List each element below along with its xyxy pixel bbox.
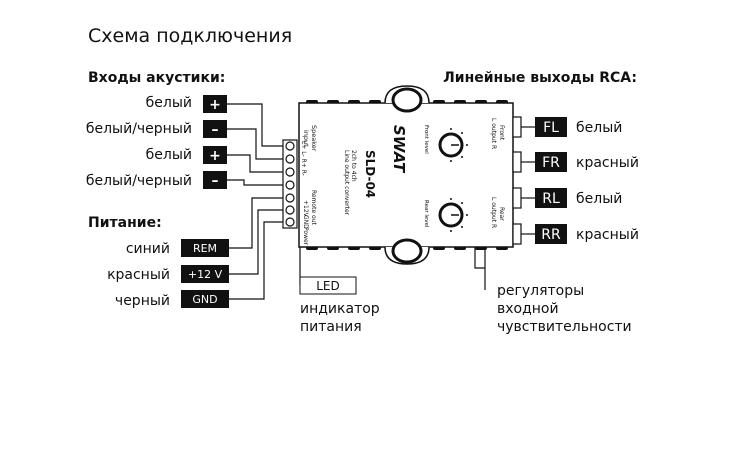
front-output-label: Front [498, 125, 505, 141]
fl-tag [535, 117, 567, 137]
rca-jacks [512, 116, 522, 245]
wire-color-label: красный [107, 267, 170, 283]
rca-output-row: RL белый [535, 188, 622, 208]
rear-output-label: Rear [498, 207, 505, 221]
rca-color-label: красный [576, 227, 639, 243]
bottom-mount-hole [391, 238, 423, 264]
gnd-tag [181, 290, 229, 308]
model-label: SLD-04 [363, 150, 377, 198]
plus-terminal-tag [203, 146, 227, 164]
rca-outputs-heading: Линейные выходы RCA: [443, 70, 637, 86]
device-body [298, 102, 514, 248]
wire-color-label: черный [115, 293, 170, 309]
power-label: Power [302, 227, 309, 246]
wire-color-label: белый [146, 147, 192, 163]
power-heading: Питание: [88, 215, 162, 231]
rca-output-row: RR красный [535, 224, 639, 244]
speaker-input-label: Speaker [310, 125, 318, 152]
wire-color-label: белый [146, 95, 192, 111]
brand-logo: SWAT [390, 125, 408, 174]
rca-color-label: белый [576, 191, 622, 207]
led-tag [299, 276, 357, 295]
minus-sign: – [212, 122, 219, 138]
v12-label: +12V [302, 200, 309, 218]
speaker-input-row: белый + [146, 95, 227, 113]
fr-tag [535, 152, 567, 172]
regulators-caption-line1: регуляторы [497, 283, 584, 299]
plus-sign: + [209, 148, 221, 164]
plus-terminal-tag [203, 95, 227, 113]
rl-tag [535, 188, 567, 208]
regulators-caption-line3: чувствительности [497, 319, 632, 335]
front-output-lr: L output R [490, 118, 497, 149]
led-caption-line1: индикатор [300, 301, 380, 317]
rca-output-row: FR красный [535, 152, 639, 172]
rr-tag-label: RR [541, 227, 561, 243]
rca-color-label: белый [576, 120, 622, 136]
rear-output-lr: L output R [490, 197, 497, 228]
knob-dots [450, 128, 468, 232]
wire-color-label: синий [126, 241, 170, 257]
plus-sign: + [209, 97, 221, 113]
power-row: черный GND [115, 290, 229, 309]
converter-device: Speaker input L+ L- R+ R- Remote out +12… [282, 85, 522, 265]
power-row: синий REM [126, 239, 229, 257]
rem-tag [181, 239, 229, 257]
led-tag-label: LED [316, 279, 340, 293]
speaker-input-row: белый/черный – [86, 120, 227, 138]
speaker-input-row: белый + [146, 146, 227, 164]
speaker-input-row: белый/черный – [86, 171, 227, 189]
fr-tag-label: FR [542, 155, 560, 171]
power-row: красный +12 V [107, 265, 229, 283]
wire-color-label: белый/черный [86, 173, 192, 189]
speaker-inputs-heading: Входы акустики: [88, 70, 225, 86]
top-mount-hole [391, 87, 423, 113]
v12-tag-label: +12 V [188, 268, 223, 281]
terminal-screws [285, 141, 295, 227]
speaker-input-label-2: input [302, 130, 310, 147]
minus-terminal-tag [203, 120, 227, 138]
sub-label-2: Line output converter [343, 150, 350, 216]
rr-tag [535, 224, 567, 244]
diagram-title: Схема подключения [88, 25, 292, 47]
rem-tag-label: REM [193, 242, 217, 255]
minus-sign: – [212, 173, 219, 189]
remote-out-label: Remote out [310, 190, 317, 226]
gnd-tag-label: GND [192, 293, 217, 306]
led-caption-line2: питания [300, 319, 362, 335]
rca-output-row: FL белый [535, 117, 622, 137]
regulators-caption-line2: входной [497, 301, 559, 317]
v12-tag [181, 265, 229, 283]
wire-color-label: белый/черный [86, 121, 192, 137]
gnd-label: GND [302, 215, 309, 229]
rca-color-label: красный [576, 155, 639, 171]
front-level-label: Front level [423, 125, 429, 154]
rl-tag-label: RL [542, 191, 560, 207]
fl-tag-label: FL [543, 120, 559, 136]
rear-level-label: Rear level [423, 200, 429, 228]
minus-terminal-tag [203, 171, 227, 189]
pin-labels: L+ L- R+ R- [300, 141, 307, 176]
sub-label-1: 2ch to 4ch [350, 150, 357, 182]
